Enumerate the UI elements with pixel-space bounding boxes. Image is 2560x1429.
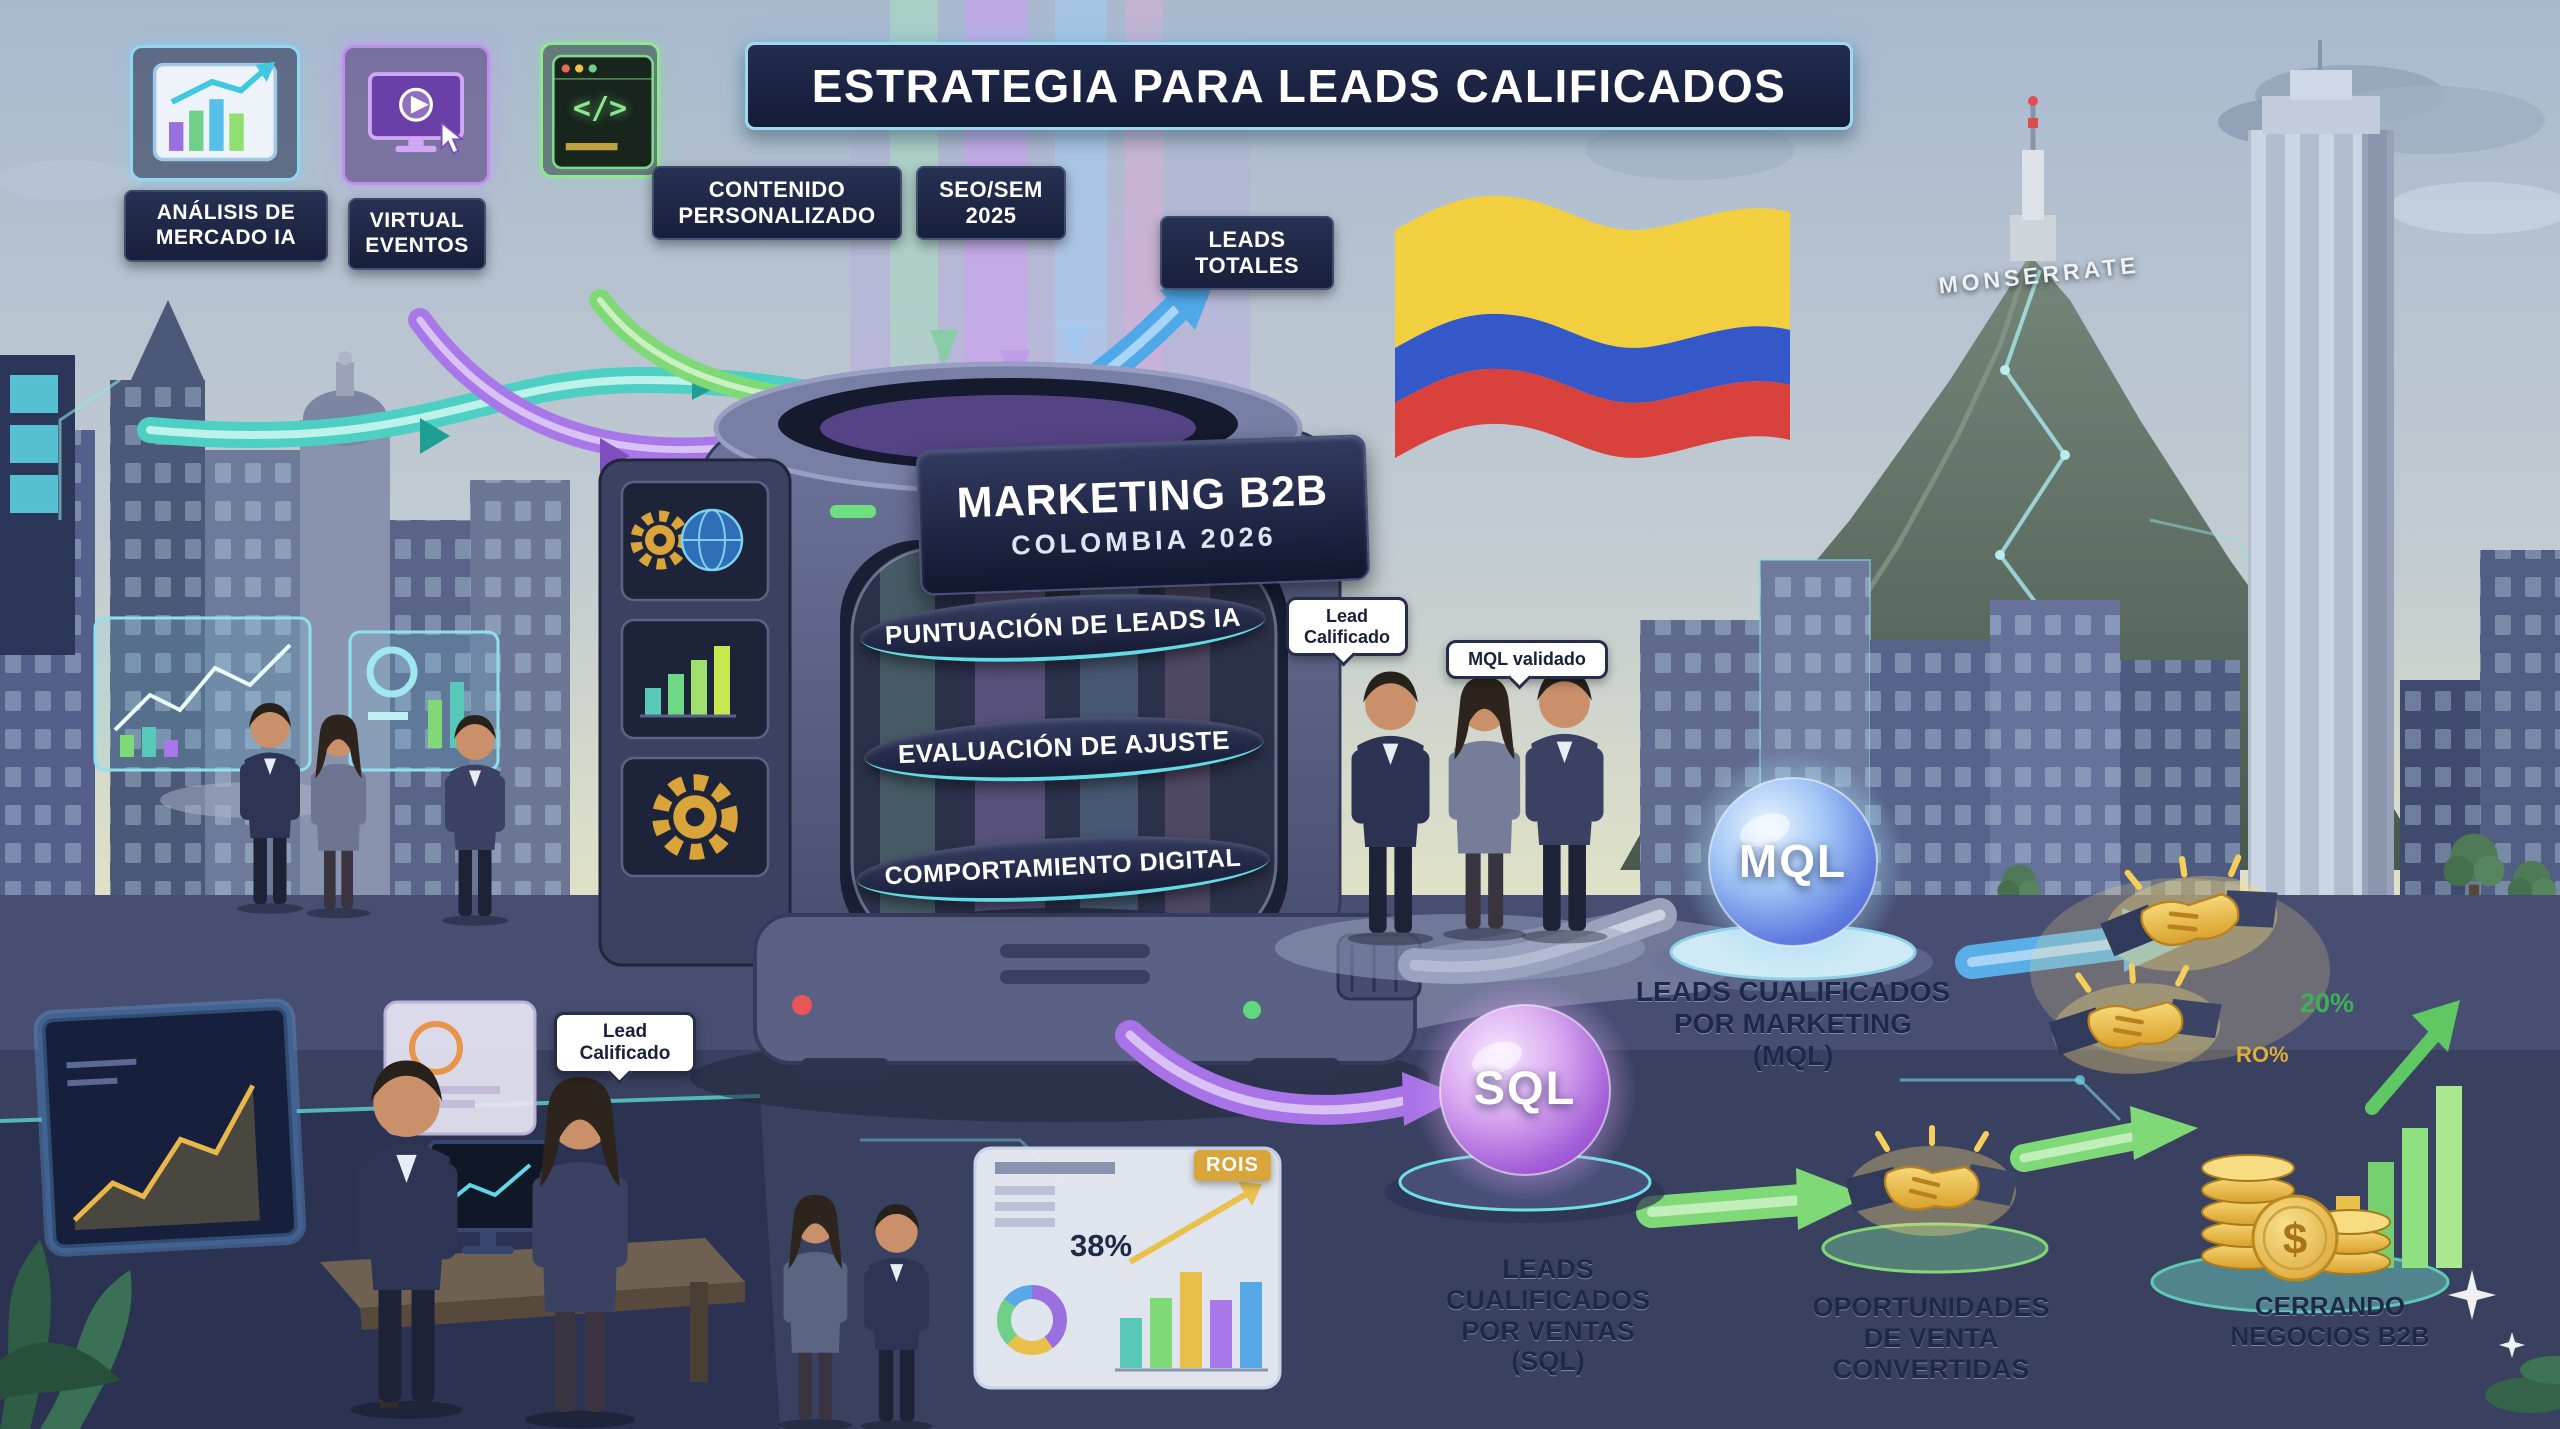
flag-colombia (1395, 195, 1790, 458)
badge-personalized-content: CONTENIDO PERSONALIZADO (652, 166, 902, 240)
mql-sphere-label: MQL (1738, 835, 1848, 887)
people (237, 669, 1645, 1429)
page-title: ESTRATEGIA PARA LEADS CALIFICADOS (745, 42, 1853, 130)
market-analysis-box (130, 45, 300, 181)
caption-closing-deals: CERRANDO NEGOCIOS B2B (2230, 1291, 2430, 1351)
badge-virtual-events: VIRTUAL EVENTOS (348, 198, 486, 270)
green-indicator-light (1243, 1001, 1261, 1019)
bar-chart-icon (640, 646, 736, 718)
caption-mql: LEADS CUALIFICADOS POR MARKETING (MQL) (1635, 976, 1951, 1071)
sparkle-icon (2448, 1270, 2525, 1358)
machine-subname: COLOMBIA 2026 (1010, 521, 1278, 561)
badge-market-analysis: ANÁLISIS DE MERCADO IA (124, 190, 328, 262)
virtual-events-box (342, 45, 490, 185)
rois-badge: ROIS (1194, 1150, 1271, 1181)
coin-stack: $ (2201, 1154, 2391, 1282)
coins-growth: $ (2150, 1000, 2525, 1358)
mini-dashboard (973, 1146, 1282, 1390)
red-indicator-light (792, 995, 812, 1015)
gold-trend-arrow (1128, 1189, 1252, 1265)
mql-sphere (1653, 750, 1933, 992)
sql-sphere-label: SQL (1473, 1061, 1577, 1114)
sql-sphere (1385, 978, 1665, 1223)
roi-percent: 20% (2300, 988, 2355, 1018)
city-right (1640, 40, 2560, 950)
coin-icon (2251, 1194, 2339, 1282)
dashboard-bars (1115, 1272, 1268, 1372)
machine-side-panels (598, 458, 792, 967)
monserrate-tower (2010, 96, 2056, 261)
handshake-group (1821, 847, 2330, 1274)
speech-bubble-lead-calificado: Lead Calificado (1286, 597, 1408, 657)
code-window-box: </> (540, 42, 660, 178)
roi-label: RO% (2236, 1042, 2289, 1067)
code-glyph: </> (572, 91, 628, 126)
machine-name: MARKETING B2B (955, 466, 1329, 528)
speech-bubble-lead-calificado: Lead Calificado (554, 1012, 696, 1074)
plant (0, 1240, 2560, 1429)
machine-nameplate: MARKETING B2B COLOMBIA 2026 (915, 434, 1371, 596)
virtual-event-icon (368, 72, 465, 155)
dollar-sign: $ (2283, 1215, 2307, 1264)
speech-bubble-mql-validado: MQL validado (1446, 640, 1608, 679)
badge-seo-sem: SEO/SEM 2025 (916, 166, 1066, 240)
caption-sql: LEADS CUALIFICADOS POR VENTAS (SQL) (1446, 1254, 1650, 1377)
donut-chart-icon (997, 1285, 1067, 1355)
chart-screen (33, 998, 307, 1257)
skyscraper (2248, 40, 2394, 915)
tablet-screen (383, 1000, 537, 1136)
dashboard-percent: 38% (1070, 1228, 1133, 1263)
code-window-icon (552, 54, 654, 170)
chart-growth-icon (152, 61, 278, 161)
desk-scene (33, 998, 745, 1408)
badge-total-leads: LEADS TOTALES (1160, 216, 1334, 290)
caption-opportunities: OPORTUNIDADES DE VENTA CONVERTIDAS (1812, 1292, 2050, 1384)
